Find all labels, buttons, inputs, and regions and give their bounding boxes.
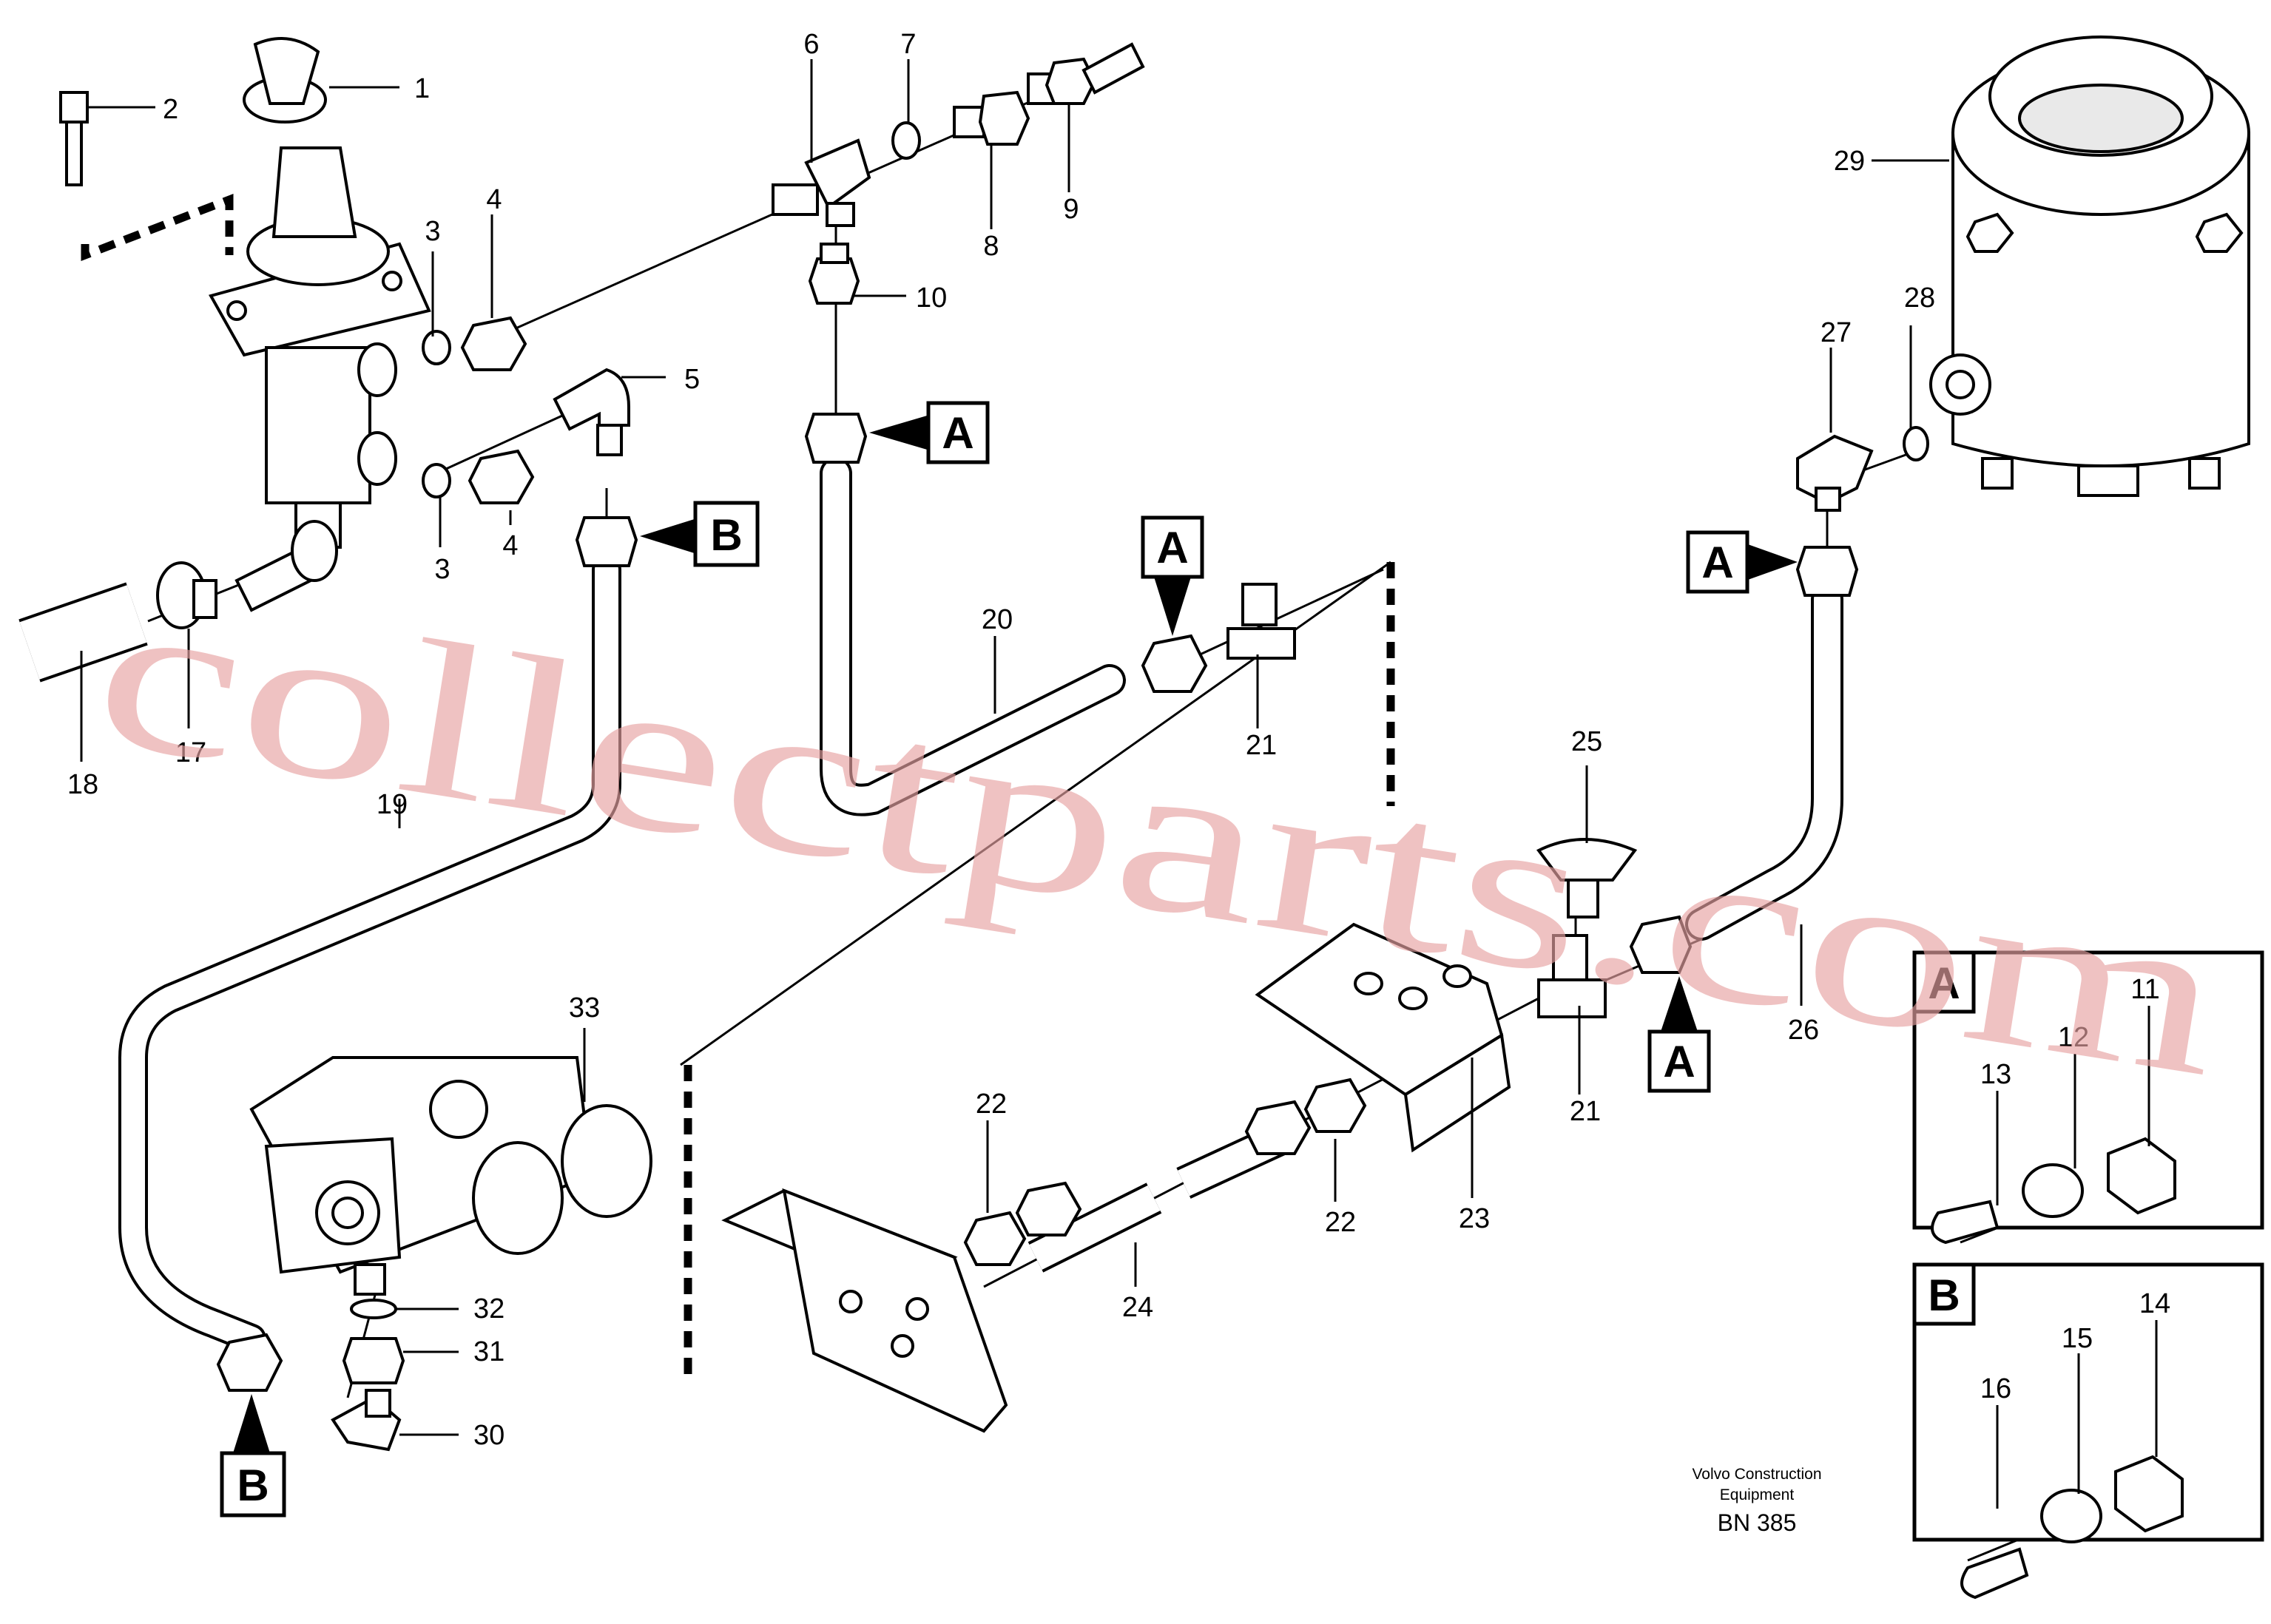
hose-clamp [156,561,217,629]
callout-3b: 3 [434,554,450,585]
pedal-bracket [721,1188,1008,1433]
callout-22a: 22 [976,1089,1007,1120]
callout-7: 7 [900,29,916,60]
ref-marker-a-2: A [1141,515,1204,636]
callout-15: 15 [2062,1323,2093,1354]
callout-2: 2 [163,94,178,125]
callout-33: 33 [569,992,600,1024]
bracket-23 [1255,922,1511,1153]
callout-21a: 21 [1246,730,1277,761]
pressure-switch [1536,838,1638,918]
callout-10: 10 [916,282,947,314]
ref-marker-a-4: A [1647,976,1711,1093]
tee-21-upper [1226,583,1296,660]
callout-18: 18 [67,769,98,800]
publisher-line-1: Volvo Construction [1692,1466,1821,1483]
ref-marker-label: A [942,408,973,458]
callout-22b: 22 [1325,1207,1356,1238]
callout-24: 24 [1122,1292,1153,1323]
callout-16: 16 [1980,1373,2011,1404]
valve-block [249,1056,652,1296]
ref-marker-b-1: B [640,501,760,567]
callout-32: 32 [473,1293,505,1324]
ref-marker-b-2: B [220,1394,286,1518]
callout-12: 12 [2058,1022,2089,1053]
callout-23: 23 [1459,1203,1490,1234]
ref-marker-label: A [1701,538,1733,587]
elbow-27 [1796,434,1874,512]
adapter-10 [808,243,860,305]
callout-4a: 4 [486,184,502,215]
callout-5: 5 [684,364,700,395]
callout-leaders [80,59,2158,1509]
callout-13: 13 [1980,1059,2011,1090]
detail-box-a-letter: A [1928,958,1960,1008]
adapter-8 [953,90,1030,146]
hand-valve [209,37,431,549]
callout-27: 27 [1820,317,1852,348]
washers-and-nuts [422,316,535,504]
o-ring-32 [350,1299,397,1319]
elbow-fitting [553,368,630,456]
callout-30: 30 [473,1420,505,1451]
tee-fitting [772,138,871,227]
washer-28 [1903,426,1929,461]
connector-9 [1027,42,1145,105]
ref-marker-label: B [237,1461,269,1510]
callout-3a: 3 [425,216,440,247]
tee-21-lower [1537,934,1607,1018]
detail-box-a [1912,950,2264,1245]
screw [59,91,89,186]
ref-marker-a-3: A [1686,530,1798,594]
callout-4b: 4 [502,530,518,561]
callout-11: 11 [2130,974,2159,1005]
dashed-boundaries [81,193,1395,1376]
callout-28: 28 [1904,282,1935,314]
callout-25: 25 [1571,726,1602,757]
callout-numbers: 1 2 3 3 4 4 5 6 7 8 9 10 11 12 13 14 15 … [67,29,2170,1451]
ref-marker-label: A [1663,1037,1695,1086]
callout-9: 9 [1063,194,1079,225]
drawing-code: BN 385 [1718,1509,1797,1536]
callout-31: 31 [473,1336,505,1367]
nut-31 [342,1337,405,1384]
brake-cylinder [1929,35,2250,497]
washer-7 [891,121,921,160]
callout-21b: 21 [1570,1096,1601,1127]
detail-box-b [1912,1262,2264,1600]
ref-marker-a-1: A [869,401,990,464]
ref-marker-label: A [1156,523,1188,572]
watermark: collectparts.com [81,545,2238,1123]
hose-connector [234,520,338,612]
callout-14: 14 [2139,1288,2170,1319]
callout-6: 6 [803,29,819,60]
callout-29: 29 [1834,146,1865,177]
callout-20: 20 [982,604,1013,635]
callout-1: 1 [414,73,430,104]
ref-marker-label: B [710,510,742,560]
elbow-30 [331,1389,402,1452]
callout-19: 19 [377,789,408,820]
callout-17: 17 [175,737,206,768]
callout-26: 26 [1788,1015,1819,1046]
detail-box-b-letter: B [1928,1271,1960,1320]
publisher-line-2: Equipment [1720,1486,1795,1503]
callout-8: 8 [983,231,999,262]
hose-nuts [216,413,1859,1392]
